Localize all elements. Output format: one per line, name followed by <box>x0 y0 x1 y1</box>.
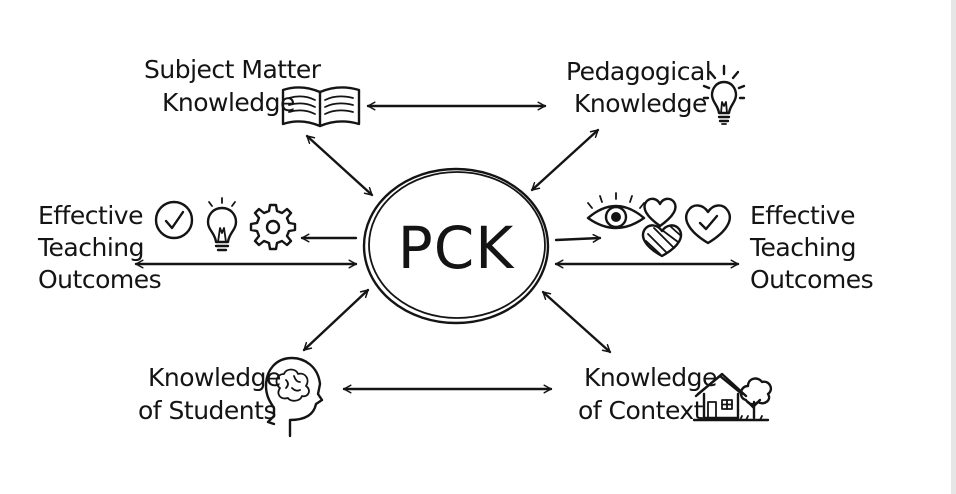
node-effective-teaching-outcomes-left: Effective Teaching Outcomes <box>37 197 297 294</box>
right-outcomes-line-1: Effective <box>750 201 855 230</box>
subject-matter-line-2: Knowledge <box>162 88 295 117</box>
pedagogical-line-2: Knowledge <box>574 89 707 118</box>
node-subject-matter-knowledge: Subject Matter Knowledge <box>144 55 361 128</box>
gear-icon <box>249 203 297 251</box>
node-knowledge-of-context: Knowledge of Context <box>578 363 773 425</box>
connector-arrows <box>134 101 740 394</box>
right-outcomes-line-3: Outcomes <box>750 265 873 294</box>
scrollbar-edge <box>951 0 956 494</box>
lightbulb-icon <box>702 64 746 125</box>
heart-check-icon <box>685 204 731 245</box>
left-outcomes-line-1: Effective <box>38 201 143 230</box>
node-pedagogical-knowledge: Pedagogical Knowledge <box>566 57 746 125</box>
left-outcomes-line-3: Outcomes <box>38 265 161 294</box>
students-line-1: Knowledge <box>148 363 281 392</box>
hearts-icon <box>641 197 683 258</box>
pedagogical-line-1: Pedagogical <box>566 57 711 86</box>
arrow-to-students <box>302 288 370 352</box>
arrow-to-right-icons <box>554 233 602 243</box>
arrow-to-context <box>541 290 612 354</box>
left-outcomes-line-2: Teaching <box>37 233 144 262</box>
pck-label: PCK <box>398 214 515 282</box>
node-knowledge-of-students: Knowledge of Students <box>138 356 324 438</box>
subject-matter-line-1: Subject Matter <box>144 55 322 84</box>
students-line-2: of Students <box>138 396 276 425</box>
house-tree-icon <box>692 372 773 422</box>
pck-center-node: PCK <box>362 167 550 325</box>
arrow-to-pedagogical <box>530 128 600 192</box>
context-line-1: Knowledge <box>584 363 717 392</box>
eye-icon <box>586 192 646 230</box>
right-outcomes-line-2: Teaching <box>749 233 856 262</box>
checkmark-circle-icon <box>154 200 194 240</box>
brain-head-icon <box>264 356 324 438</box>
lightbulb-icon <box>206 197 238 252</box>
node-effective-teaching-outcomes-right: Effective Teaching Outcomes <box>586 192 874 294</box>
arrow-to-subject-matter <box>305 134 374 197</box>
context-line-2: of Context <box>578 396 704 425</box>
open-book-icon <box>281 86 361 128</box>
